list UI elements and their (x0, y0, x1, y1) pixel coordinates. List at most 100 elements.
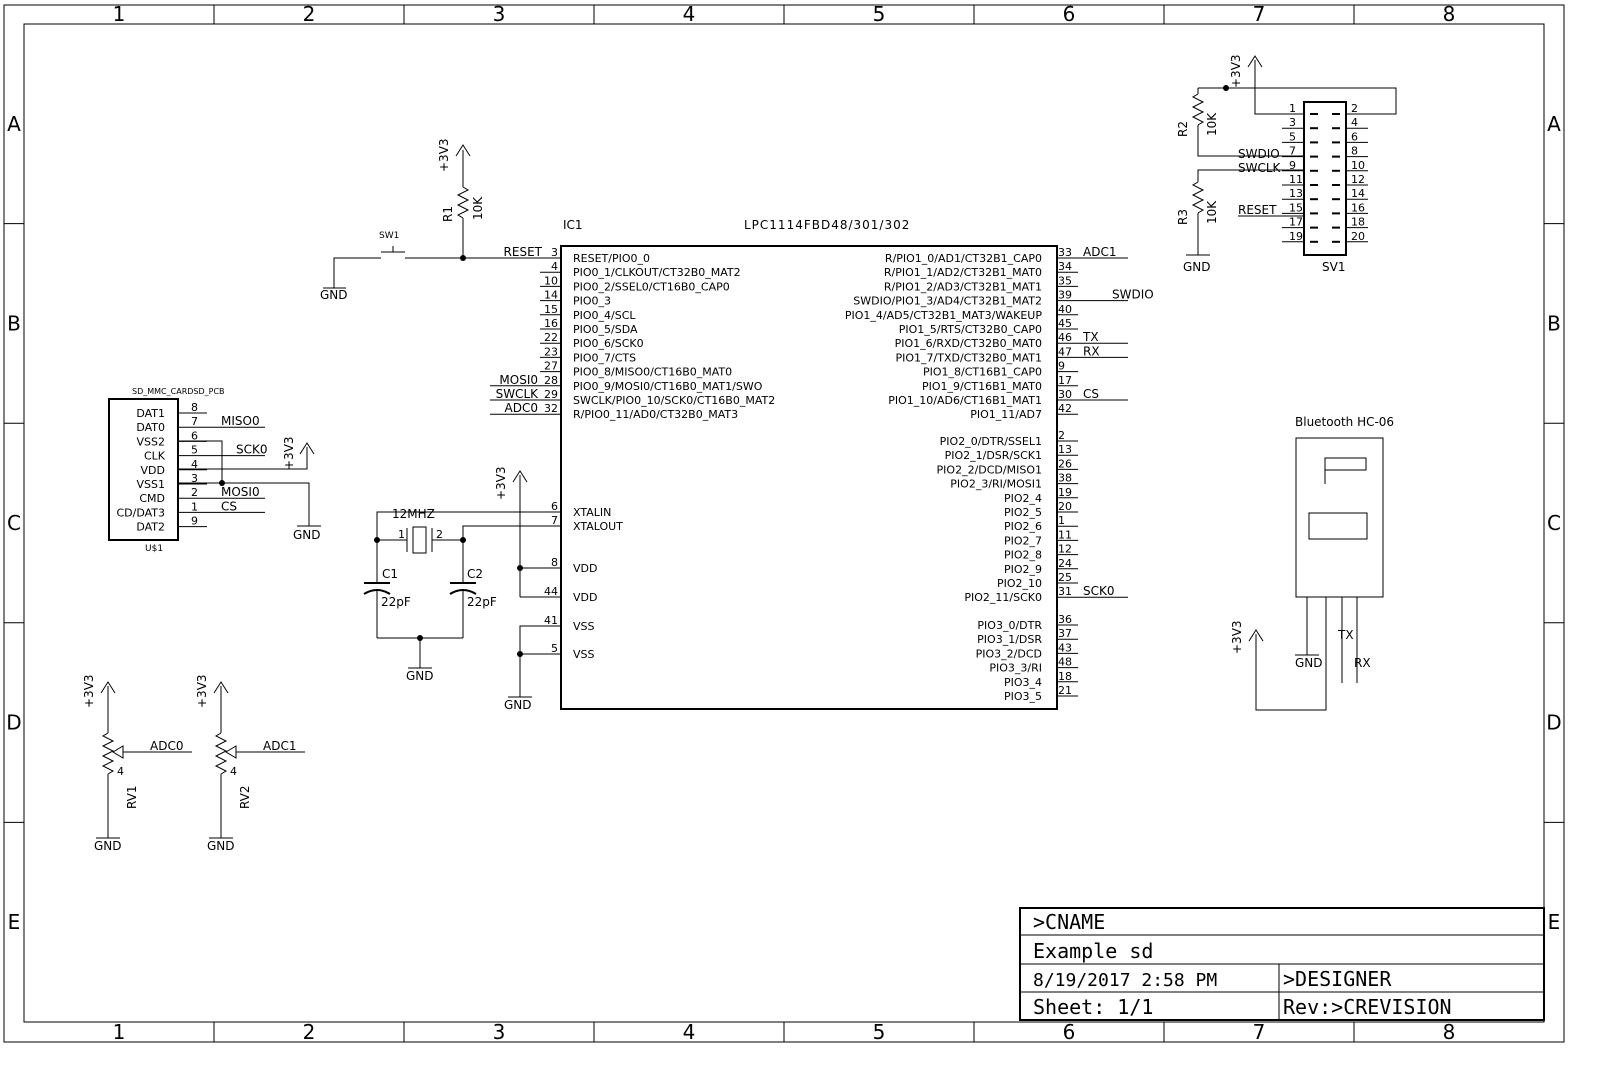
sd-pin-name: VDD (141, 464, 165, 477)
ic1-pin-number: 30 (1058, 388, 1072, 401)
sd-part: SD_MMC_CARDSD_PCB (132, 387, 225, 396)
reset-switch[interactable]: SW1 (375, 231, 548, 259)
sv1-pin[interactable]: 17 (1282, 216, 1318, 229)
sv1-pin[interactable]: 11 (1282, 173, 1318, 186)
sv1-pin[interactable]: 16 (1332, 201, 1368, 215)
sv1-pin[interactable]: 3 (1282, 116, 1318, 130)
ic1-ref: IC1 (563, 218, 583, 232)
sv1-pin[interactable]: 7 (1282, 145, 1318, 158)
sv1-pin[interactable]: 9 (1282, 159, 1318, 172)
sv1-pin[interactable]: 18 (1332, 216, 1368, 229)
ic1-pin[interactable]: 34R/PIO1_1/AD2/CT32B1_MAT0 (884, 260, 1078, 279)
sv1-pin[interactable]: 10 (1332, 159, 1368, 172)
sv1-pin[interactable]: 20 (1332, 230, 1368, 243)
sv1-pin-number: 3 (1289, 116, 1296, 129)
sd-pin-number: 7 (191, 415, 198, 428)
sv1-pin[interactable]: 6 (1332, 130, 1368, 144)
sv1-pin[interactable]: 14 (1332, 187, 1368, 201)
ic1-pin[interactable]: 35R/PIO1_2/AD3/CT32B1_MAT1 (884, 274, 1078, 293)
ic1-pin-name: PIO3_0/DTR (977, 619, 1042, 632)
pot-gnd: GND (207, 839, 235, 853)
sv1-pin[interactable]: 15 (1282, 201, 1318, 215)
ic1-pin-number: 25 (1058, 571, 1072, 584)
ic1-pin-name: R/PIO1_0/AD1/CT32B1_CAP0 (885, 252, 1042, 265)
crystal-12mhz[interactable] (406, 526, 433, 554)
sv1-pin[interactable]: 5 (1282, 130, 1318, 144)
ic1-pin-number: 42 (1058, 402, 1072, 415)
sv1-pin[interactable]: 4 (1332, 116, 1368, 130)
frame-row-label: E (8, 910, 21, 934)
ic1-pin-name: RESET/PIO0_0 (573, 252, 650, 265)
sv1-pin-number: 1 (1289, 102, 1296, 115)
bluetooth-hc06[interactable]: Bluetooth HC-06 GND +3V3 TX RX (1230, 415, 1394, 711)
r2-ref: R2 (1176, 121, 1190, 137)
sv1-pin-number: 19 (1289, 230, 1303, 243)
sv1-pin[interactable]: 8 (1332, 145, 1368, 158)
sv1-pin[interactable]: 12 (1332, 173, 1368, 186)
title-date: 8/19/2017 2:58 PM (1033, 970, 1217, 991)
sv1-pin[interactable]: 13 (1282, 187, 1318, 201)
ic1-pin-number: 18 (1058, 670, 1072, 683)
c2-value: 22pF (467, 595, 497, 609)
ic1-pin-number: 8 (551, 556, 558, 569)
ic1-pin-number: 47 (1058, 345, 1072, 358)
ic1-pin-number: 35 (1058, 274, 1072, 287)
sd-pin-name: VSS2 (137, 435, 166, 448)
sd-pin-name: CD/DAT3 (116, 506, 165, 519)
sv1-pin[interactable]: 19 (1282, 230, 1318, 243)
